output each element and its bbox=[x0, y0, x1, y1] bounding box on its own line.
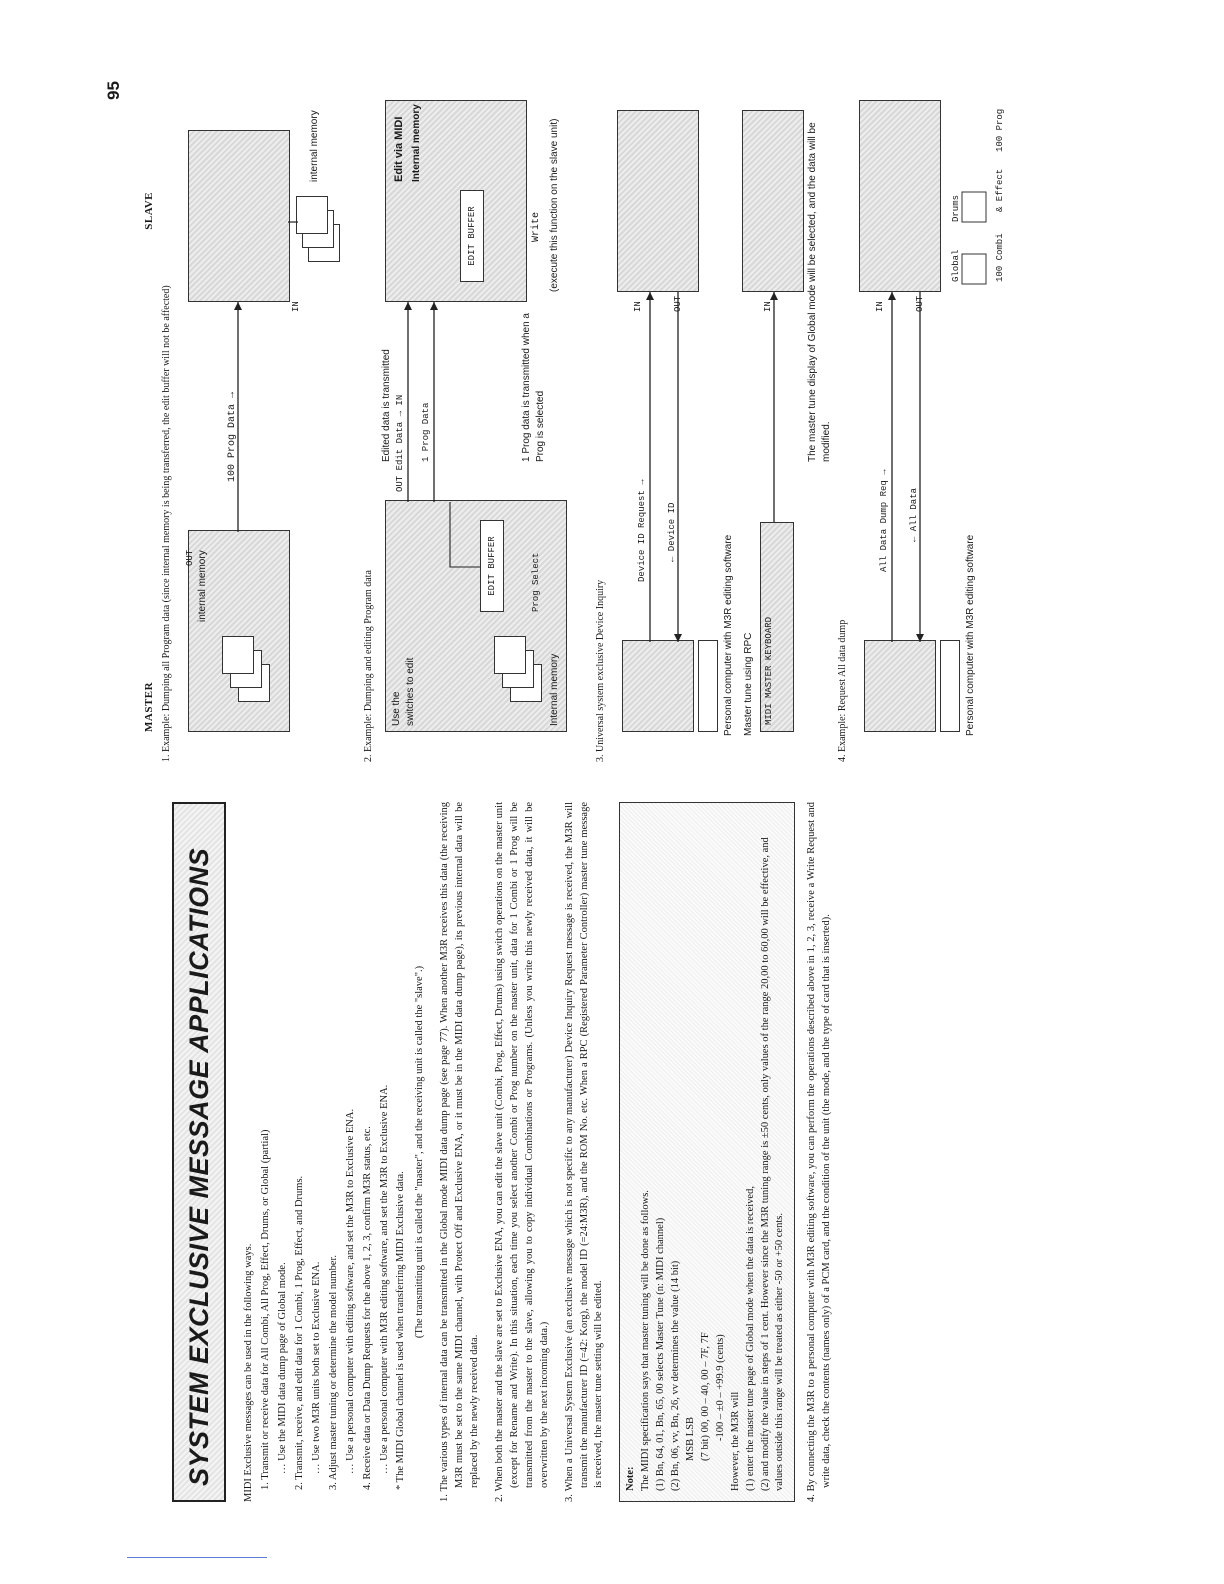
intro-item: 3. Adjust master tuning or determine the… bbox=[327, 1254, 339, 1490]
note-line: However, the M3R will bbox=[729, 1391, 741, 1491]
note-line: MSB LSB bbox=[684, 1416, 696, 1461]
example-4-title: 4. Example: Request All data dump bbox=[837, 619, 849, 762]
intro-item: 4. Receive data or Data Dump Requests fo… bbox=[361, 1126, 373, 1490]
intro-item: … Use a personal computer with M3R editi… bbox=[378, 1084, 390, 1474]
example-3-diagram: Personal computer with M3R editing softw… bbox=[612, 72, 832, 762]
intro-item: 1. Transmit or receive data for All Comb… bbox=[260, 1129, 272, 1490]
example-3-connectors bbox=[646, 292, 779, 642]
note-line: -100 – ±0 – +99.9 (cents) bbox=[714, 1334, 726, 1441]
rotated-page: SYSTEM EXCLUSIVE MESSAGE APPLICATIONS MI… bbox=[104, 42, 1112, 1542]
master-slave-note: (The transmitting unit is called the "ma… bbox=[414, 965, 426, 1339]
example-1-connectors bbox=[233, 221, 298, 532]
page-title: SYSTEM EXCLUSIVE MESSAGE APPLICATIONS bbox=[184, 847, 214, 1486]
master-slave-header: MASTER SLAVE bbox=[142, 72, 158, 762]
note-line: (7 bit) 00, 00 – 40, 00 – 7F, 7F bbox=[699, 1332, 711, 1461]
intro-item: 2. Transmit, receive, and edit data for … bbox=[294, 1175, 306, 1490]
note-line: (1) enter the master tune page of Global… bbox=[744, 1186, 756, 1491]
text-column: SYSTEM EXCLUSIVE MESSAGE APPLICATIONS MI… bbox=[172, 802, 835, 1502]
example-4-diagram: Personal computer with M3R editing softw… bbox=[854, 72, 1014, 762]
note-line: (2) Bn, 06, vv, Bn, 26, vv determines th… bbox=[670, 1260, 682, 1491]
note-box: Note: The MIDI specification says that m… bbox=[619, 802, 796, 1502]
example-2-connectors bbox=[403, 302, 480, 568]
paragraph-1: 1. The various types of internal data ca… bbox=[439, 802, 481, 1502]
intro-item: … Use a personal computer with editing s… bbox=[344, 1108, 356, 1474]
page-number: 95 bbox=[104, 81, 123, 100]
diagram-column: MASTER SLAVE 1. Example: Dumping all Pro… bbox=[142, 72, 1028, 762]
footer-rule bbox=[127, 1557, 267, 1558]
example-2-title: 2. Example: Dumping and editing Program … bbox=[362, 570, 374, 762]
title-box: SYSTEM EXCLUSIVE MESSAGE APPLICATIONS bbox=[172, 802, 227, 1502]
example-1-title: 1. Example: Dumping all Program data (si… bbox=[160, 285, 172, 762]
intro-item: … Use two M3R units both set to Exclusiv… bbox=[310, 1261, 322, 1474]
intro-lead: MIDI Exclusive messages can be used in t… bbox=[243, 1243, 255, 1502]
paragraph-4: 4. By connecting the M3R to a personal c… bbox=[806, 802, 833, 1502]
paragraph-3: 3. When a Universal System Exclusive (an… bbox=[563, 802, 605, 1502]
note-line: The MIDI specification says that master … bbox=[640, 1190, 652, 1491]
note-line: (2) and modify the value in steps of 1 c… bbox=[759, 837, 786, 1491]
intro-item: * The MIDI Global channel is used when t… bbox=[395, 1171, 407, 1490]
note-title: Note: bbox=[625, 1466, 637, 1492]
paragraph-2: 2. When both the master and the slave ar… bbox=[494, 802, 550, 1502]
intro-item: … Use the MIDI data dump page of Global … bbox=[277, 1262, 289, 1474]
example-1-diagram: internal memory OUT IN 100 Prog Data → i… bbox=[178, 72, 348, 762]
note-line: (1) Bn, 64, 01, Bn, 65, 00 selects Maste… bbox=[655, 1217, 667, 1491]
slave-label: SLAVE bbox=[143, 192, 155, 230]
example-4-connectors bbox=[888, 191, 987, 642]
example-3-title: 3. Universal system exclusive Device Inq… bbox=[594, 579, 606, 762]
master-label: MASTER bbox=[143, 681, 155, 732]
example-2-diagram: Use the switches to edit EDIT BUFFER Int… bbox=[380, 72, 580, 762]
